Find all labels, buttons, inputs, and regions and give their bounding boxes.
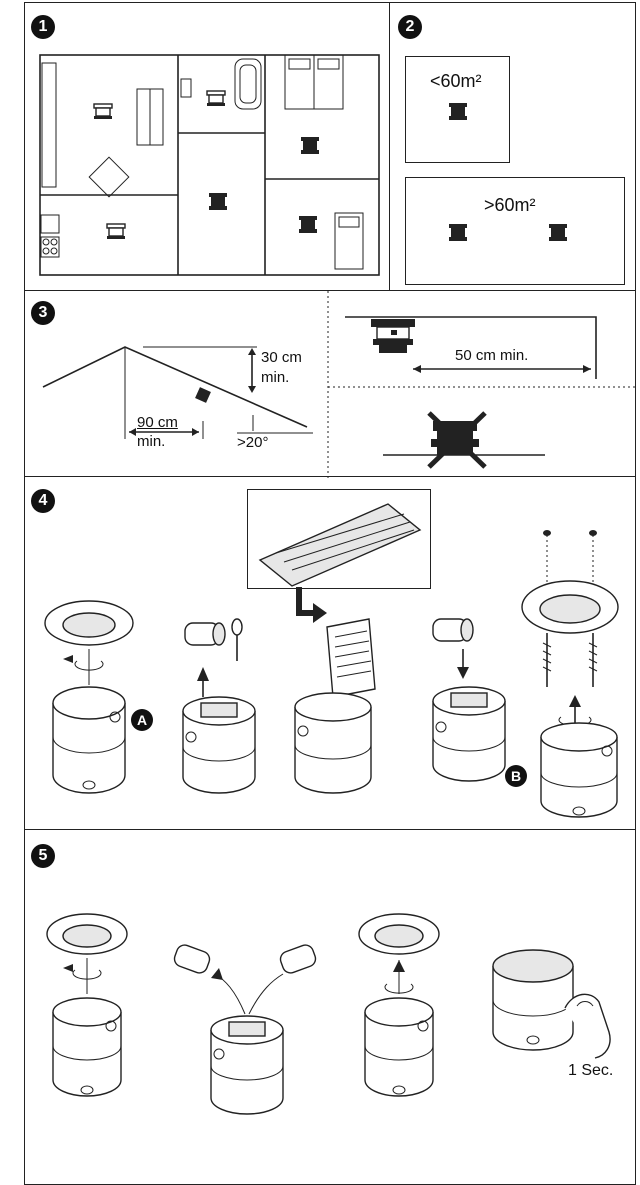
angle-label: >20° [237,434,269,451]
panel-placement: 3 30 cm min. 90 cm min. >20° 50 cm min. [24,290,637,478]
smoke-detector-icon [209,193,227,210]
panel-maintenance: 5 [24,829,636,1185]
cross-icon [383,411,545,469]
smoke-detector-icon [294,618,376,794]
ridge-distance-label: 90 cm [137,414,178,431]
step-badge-2: 2 [398,15,422,39]
large-area-label: >60m² [484,195,536,215]
wall-distance-drawing [345,316,597,379]
smoke-detector-icon [540,722,618,818]
smoke-detector-icon [449,224,467,241]
step-badge-4: 4 [31,489,55,513]
smoke-detector-icon [549,224,567,241]
step-badge-5: 5 [31,844,55,868]
screw-icon [521,530,619,727]
small-room-box: <60m² [405,56,510,163]
marker-b: B [505,765,527,787]
smoke-detector-icon [358,913,440,1097]
manual-box [247,489,431,589]
step-badge-3: 3 [31,301,55,325]
battery-icon [173,944,317,1115]
sloped-roof-drawing [42,346,313,439]
panel-floorplan: 1 [24,2,390,291]
smoke-detector-icon [182,667,256,794]
battery-icon [432,618,474,642]
smoke-detector-icon [106,223,126,239]
smoke-detector-icon [432,649,506,782]
marker-a: A [131,709,153,731]
roof-distance-label: 30 cm [261,349,302,366]
press-duration-label: 1 Sec. [568,1062,614,1079]
smoke-detector-icon [449,103,467,120]
ridge-distance-min-label: min. [137,433,166,450]
roof-distance-min-label: min. [261,369,290,386]
wall-distance-label: 50 cm min. [455,347,529,364]
arrow-icon [296,587,327,623]
smoke-detector-icon [301,137,319,154]
smoke-detector-icon [44,600,134,794]
battery-icon [184,618,243,661]
finger-icon [492,949,611,1059]
smoke-detector-icon [93,103,113,119]
panel-area: 2 <60m² >60m² [389,2,636,291]
floorplan-drawing [39,54,380,276]
large-room-box: >60m² [405,177,625,285]
smoke-detector-icon [46,913,128,1097]
placement-dividers [327,291,637,478]
smoke-detector-icon [299,216,317,233]
small-area-label: <60m² [430,71,482,91]
smoke-detector-icon [206,90,226,106]
panel-installation: 4 A [24,476,636,830]
manual-sheet-icon [258,503,422,587]
step-badge-1: 1 [31,15,55,39]
